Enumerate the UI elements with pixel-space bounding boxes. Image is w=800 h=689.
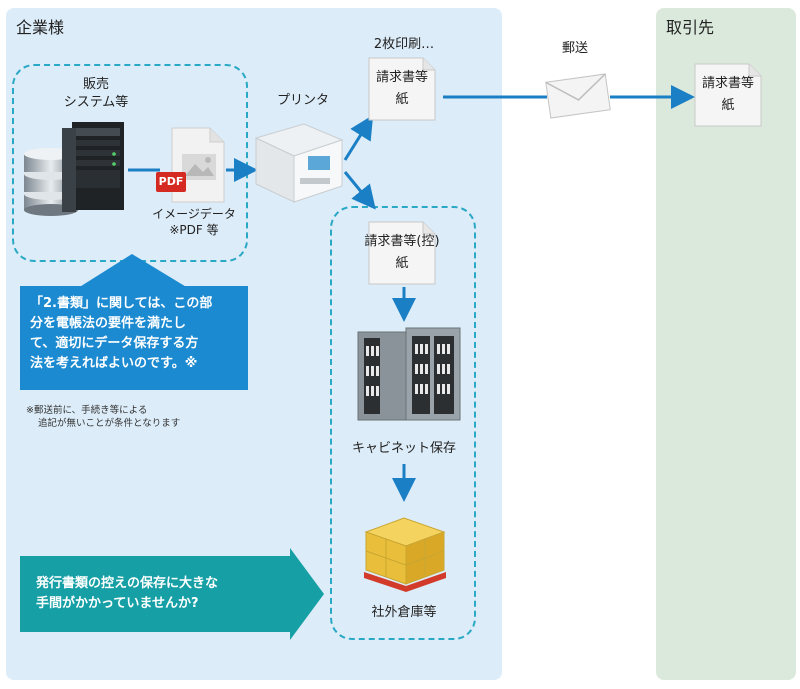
footnote-line1: ※郵送前に、手続き等による xyxy=(26,405,148,416)
sales-system-label: 販売 システム等 xyxy=(36,76,156,112)
company-title: 企業様 xyxy=(16,18,65,37)
warehouse-boxes-icon xyxy=(364,517,446,592)
warehouse-label: 社外倉庫等 xyxy=(371,605,437,620)
footnote: ※郵送前に、手続き等による 追記が無いことが条件となります xyxy=(26,404,246,430)
partner-invoice-paper: 請求書等 紙 xyxy=(693,62,763,128)
invoice-paper-line2: 紙 xyxy=(395,92,409,107)
cabinet-label: キャビネット保存 xyxy=(351,441,456,456)
partner-title: 取引先 xyxy=(666,18,715,37)
storage-group-outline xyxy=(330,206,476,640)
question-box-line2: 手間がかかっていませんか? xyxy=(36,596,199,611)
mail-label: 郵送 xyxy=(561,41,588,56)
sales-system-label-line1: 販売 xyxy=(82,77,109,92)
note-box-line1: 「2.書類」に関しては、この部 xyxy=(30,296,213,311)
note-box: 「2.書類」に関しては、この部 分を電帳法の要件を満たし て、適切にデータ保存す… xyxy=(30,294,244,374)
envelope-icon xyxy=(545,73,611,119)
question-box: 発行書類の控えの保存に大きな 手間がかかっていませんか? xyxy=(36,574,276,614)
partner-invoice-line2: 紙 xyxy=(721,98,735,113)
server-rack-icon xyxy=(62,122,124,212)
pdf-badge: PDF xyxy=(156,172,186,192)
printer-label: プリンタ xyxy=(276,93,329,108)
image-data-label-line2: ※PDF 等 xyxy=(169,223,219,237)
cabinet-icon xyxy=(357,327,461,421)
question-box-line1: 発行書類の控えの保存に大きな xyxy=(36,576,219,591)
sales-system-label-line2: システム等 xyxy=(63,95,129,110)
invoice-paper-line1: 請求書等 xyxy=(375,70,428,85)
database-icon xyxy=(24,148,78,216)
note-box-bg xyxy=(20,286,248,390)
image-data-label: イメージデータ ※PDF 等 xyxy=(134,206,254,238)
note-box-line4: 法を考えればよいのです。※ xyxy=(30,356,198,371)
note-box-line2: 分を電帳法の要件を満たし xyxy=(30,316,187,331)
footnote-line2: 追記が無いことが条件となります xyxy=(38,418,181,429)
arrow-printer-to-copy xyxy=(343,171,376,210)
printer-icon xyxy=(254,123,344,203)
image-file-icon xyxy=(171,127,225,203)
invoice-copy-line2: 紙 xyxy=(395,256,409,271)
image-data-label-line1: イメージデータ xyxy=(152,207,236,221)
note-box-line3: て、適切にデータ保存する方 xyxy=(30,336,199,351)
arrow-printer-to-invoice xyxy=(343,114,374,161)
partner-invoice-line1: 請求書等 xyxy=(701,76,754,91)
invoice-paper: 請求書等 紙 xyxy=(367,56,437,122)
question-arrow-shape xyxy=(20,548,324,640)
invoice-copy-line1: 請求書等(控) xyxy=(364,234,440,249)
print-count-label: 2枚印刷… xyxy=(373,37,435,52)
invoice-copy-paper: 請求書等(控) 紙 xyxy=(364,220,440,286)
